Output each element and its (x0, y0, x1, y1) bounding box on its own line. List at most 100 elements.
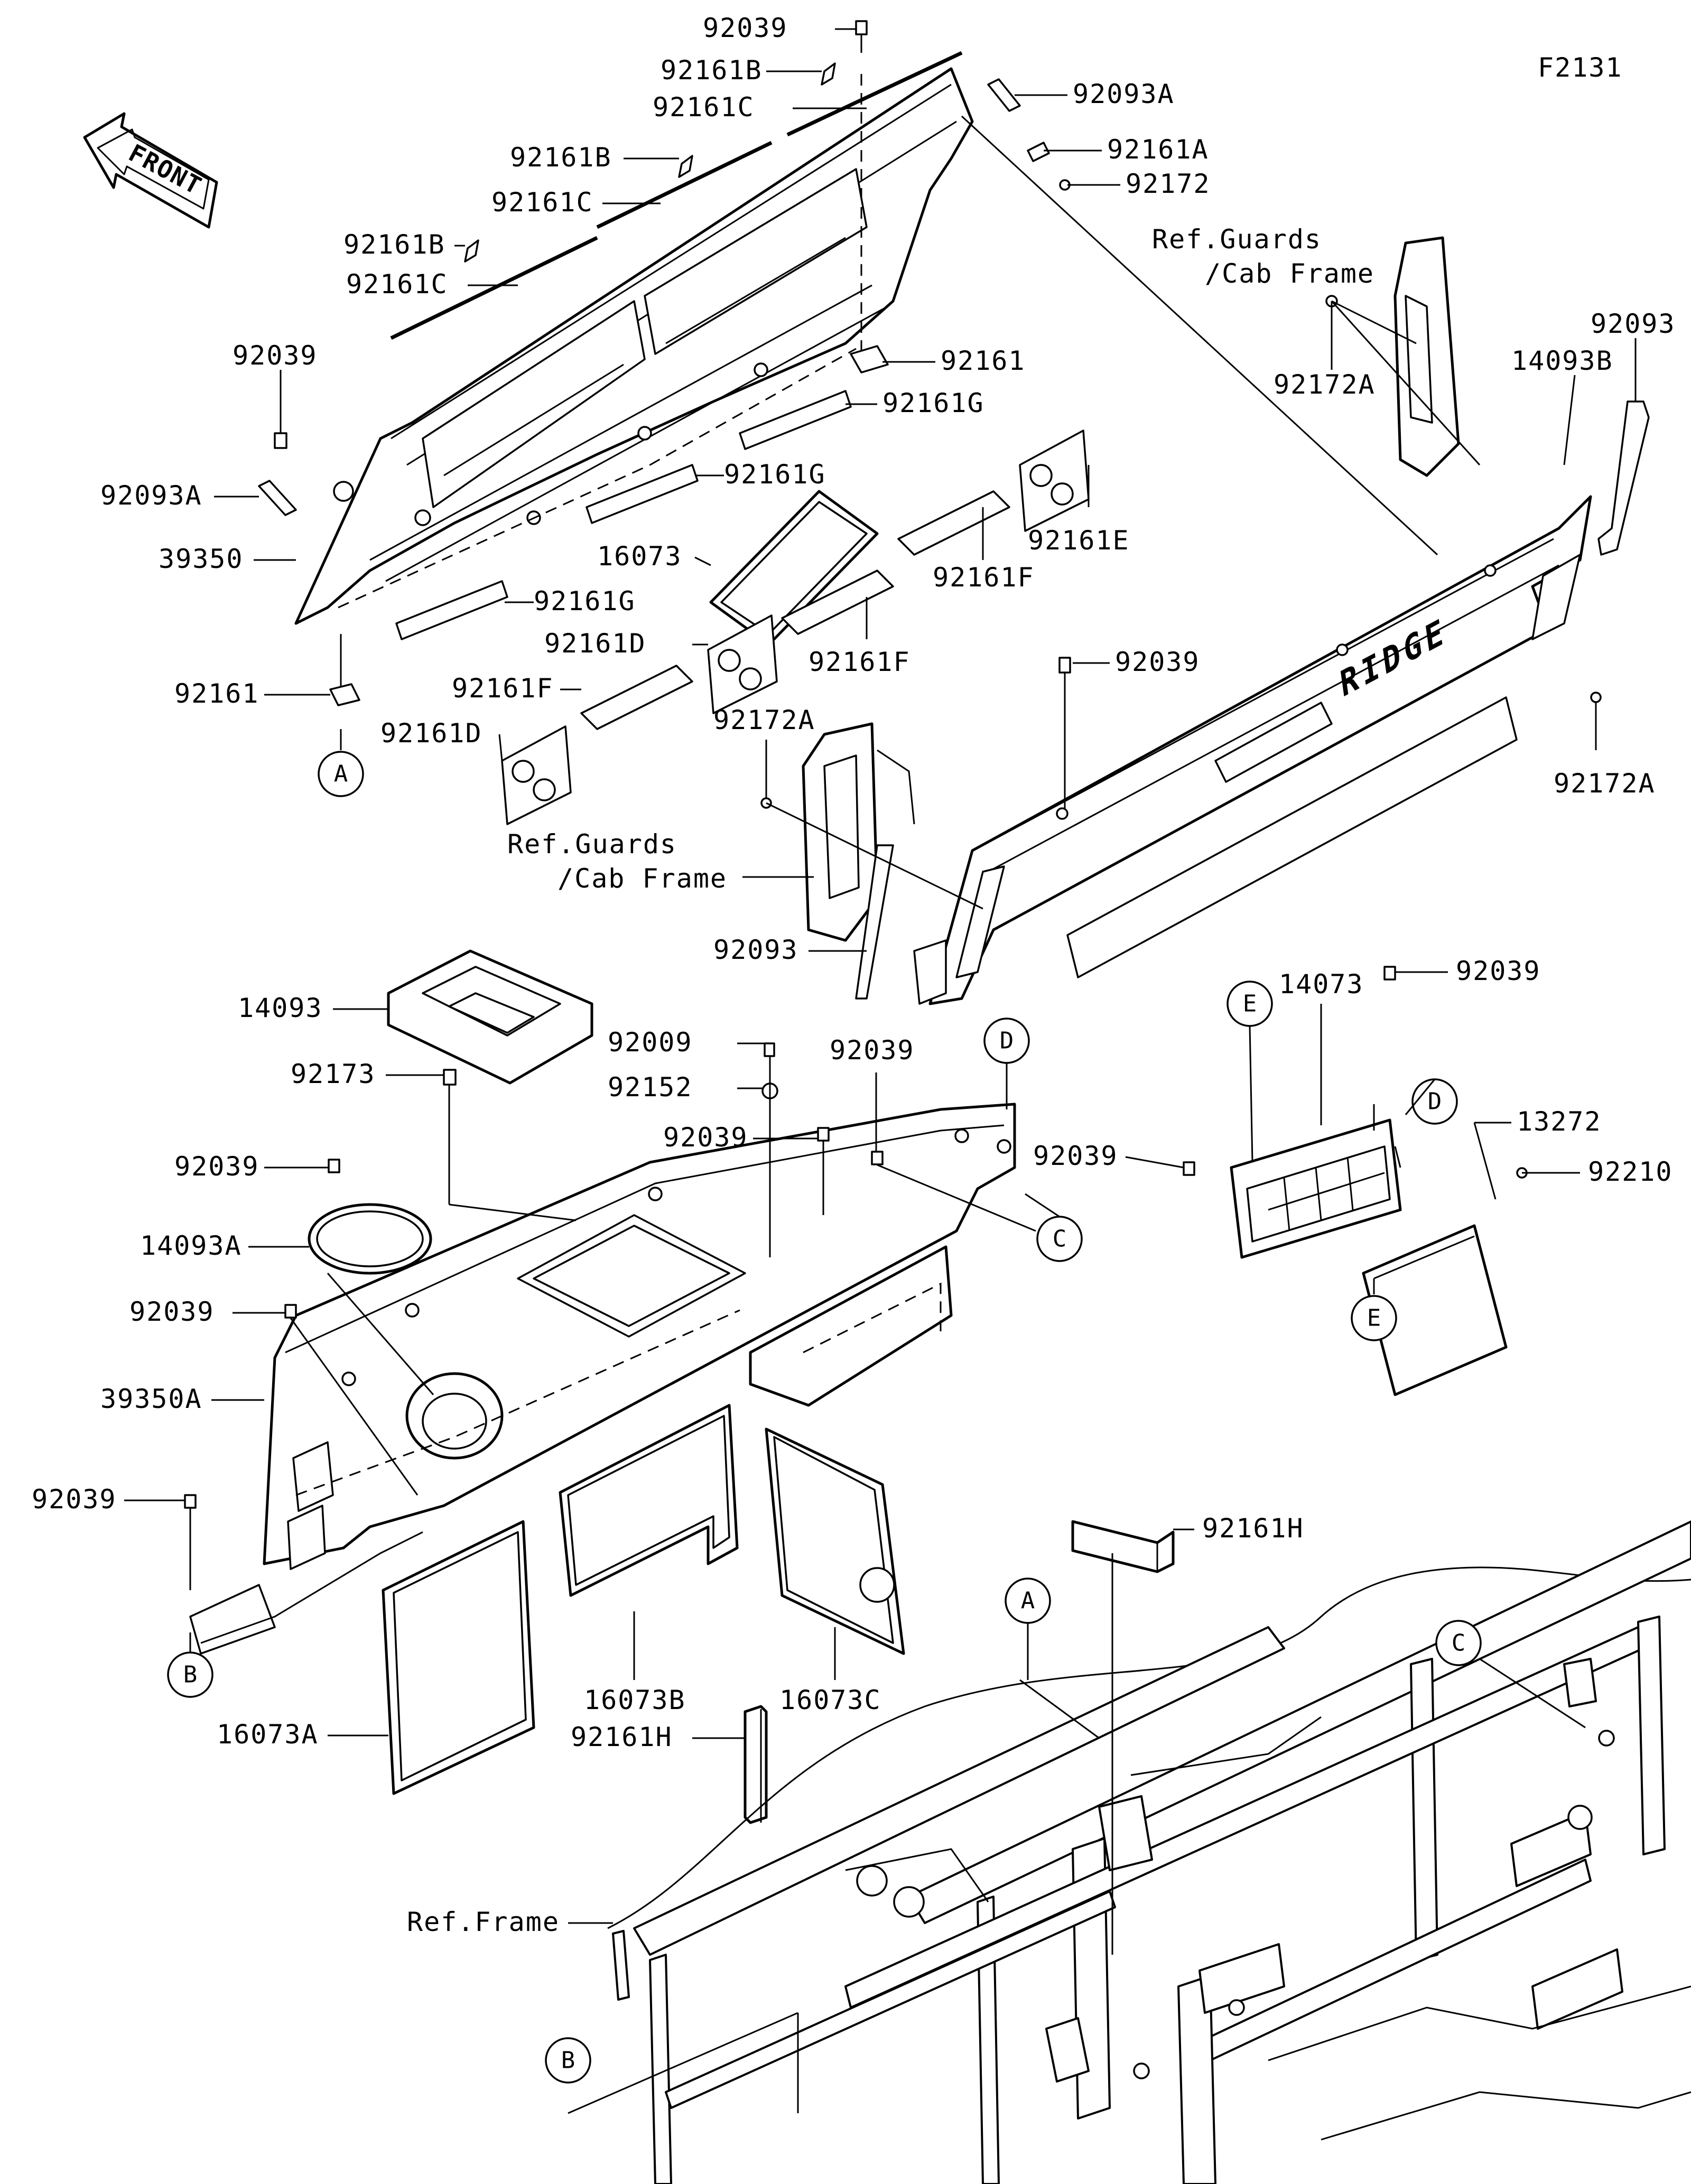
panel-13272 (1362, 1224, 1508, 1396)
label-92039-c1: 92039 (830, 1035, 915, 1066)
foam-92161G-1 (739, 390, 852, 450)
callout-e-top: E (1227, 981, 1273, 1027)
clip-92093A-top (987, 78, 1021, 112)
label-14093: 14093 (238, 993, 323, 1023)
label-92039-l3: 92039 (129, 1296, 215, 1327)
label-92039-bx2: 92039 (1033, 1141, 1118, 1171)
ref-guards-top-1: Ref.Guards (1152, 224, 1322, 255)
label-92161C-3: 92161C (346, 269, 448, 300)
foam-block-92161H-2 (744, 1705, 768, 1824)
figure-code: F2131 (1538, 52, 1623, 83)
label-92172: 92172 (1126, 169, 1211, 199)
fastener-92039-box (1383, 966, 1396, 981)
strip-92161F-2 (781, 570, 894, 635)
svg-text:E: E (1243, 991, 1257, 1018)
svg-text:E: E (1367, 1305, 1381, 1332)
label-92093-right: 92093 (1591, 309, 1676, 339)
cab-frame-post-mid (802, 722, 915, 942)
label-92161F-1: 92161F (933, 562, 1035, 593)
label-92161-top: 92161 (941, 346, 1026, 376)
foam-92161G-3 (395, 580, 508, 640)
fastener-92039-c2 (817, 1127, 830, 1142)
label-92172A-mid: 92172A (713, 705, 815, 735)
ref-guards-mid-2: /Cab Frame (558, 863, 727, 894)
label-92161C-2: 92161C (491, 187, 593, 218)
label-92093A-left: 92093A (100, 480, 202, 511)
label-92161F-2: 92161F (809, 647, 910, 677)
inner-bedside-panel-39350 (294, 67, 974, 625)
pad-92161D-1 (707, 614, 778, 714)
label-92161H-2: 92161H (571, 1722, 673, 1752)
label-39350: 39350 (159, 544, 244, 574)
trim-strips (390, 51, 963, 340)
label-92161G-3: 92161G (534, 586, 636, 617)
label-92161B-1: 92161B (661, 55, 763, 86)
label-92161B-2: 92161B (510, 142, 612, 173)
pad-92161A (1027, 142, 1050, 162)
foam-92161G-2 (586, 464, 699, 524)
strip-92161F-3 (580, 665, 693, 730)
label-92161E: 92161E (1028, 525, 1130, 556)
svg-text:C: C (1452, 1630, 1466, 1657)
mat-16073C (765, 1427, 905, 1655)
label-16073C: 16073C (779, 1685, 881, 1715)
strip-92161F-1 (897, 490, 1010, 556)
svg-text:D: D (1000, 1028, 1014, 1054)
label-92039-box: 92039 (1456, 956, 1541, 986)
label-92161C-1: 92161C (653, 92, 755, 123)
label-92161-left: 92161 (174, 678, 259, 709)
svg-text:B: B (561, 2047, 575, 2074)
fastener-92039-top (855, 20, 868, 53)
label-92039-mid: 92039 (1115, 647, 1200, 677)
label-92173: 92173 (291, 1059, 376, 1089)
label-92039-l4: 92039 (32, 1484, 117, 1515)
svg-text:D: D (1428, 1088, 1442, 1115)
mat-16073B (559, 1404, 739, 1597)
mat-16073A (382, 1520, 535, 1795)
front-arrow-icon: FRONT (83, 112, 218, 229)
label-14073: 14073 (1279, 969, 1364, 1000)
label-14093B: 14093B (1511, 346, 1613, 376)
label-92039-l2: 92039 (174, 1151, 259, 1182)
foam-block-92161H-1 (1071, 1520, 1175, 1573)
label-92161G-2: 92161G (724, 459, 826, 490)
pad-92161-top (850, 345, 889, 374)
label-92152: 92152 (608, 1072, 693, 1103)
label-92161F-3: 92161F (452, 673, 554, 704)
pad-92161-left (329, 683, 360, 706)
fastener-92039-l2 (328, 1159, 340, 1173)
part-labels: 92039 92161B 92161C 92093A 92161A 92172 … (32, 13, 1676, 1937)
fastener-92009 (764, 1042, 775, 1057)
callout-a-bottom: A (1005, 1578, 1051, 1624)
grommet-92173 (443, 1069, 457, 1086)
label-92210: 92210 (1588, 1156, 1673, 1187)
label-92161D-1: 92161D (544, 628, 646, 659)
callout-circles: A A B B C C D D (167, 751, 1482, 2084)
callout-d-right: D (1411, 1078, 1458, 1125)
label-92039-top: 92039 (703, 13, 788, 43)
fastener-92039-l3 (284, 1304, 297, 1319)
label-92039-left: 92039 (233, 340, 318, 371)
fastener-92039-mid (1058, 657, 1071, 808)
label-13272: 13272 (1517, 1106, 1602, 1137)
cab-frame-post-top (1393, 236, 1460, 477)
pad-92161E (1019, 430, 1090, 532)
callout-e-bottom: E (1351, 1295, 1397, 1341)
label-16073A: 16073A (217, 1719, 319, 1750)
label-92161A: 92161A (1107, 134, 1209, 165)
callout-a-top: A (318, 751, 364, 797)
clip-92093A-left (258, 480, 297, 516)
ref-frame: Ref.Frame (407, 1907, 560, 1937)
ref-guards-top-2: /Cab Frame (1205, 258, 1374, 289)
svg-text:B: B (183, 1662, 198, 1688)
label-92172A-far: 92172A (1554, 768, 1656, 799)
fastener-92039-c1 (871, 1151, 884, 1165)
bolt-92172A-far (1590, 692, 1602, 703)
label-92161B-3: 92161B (343, 229, 445, 260)
callout-b-left: B (167, 1651, 213, 1698)
label-92093A-top: 92093A (1073, 79, 1175, 109)
callout-c-right: C (1435, 1620, 1482, 1666)
label-14093A: 14093A (140, 1230, 242, 1261)
label-92161H-1: 92161H (1202, 1513, 1304, 1544)
